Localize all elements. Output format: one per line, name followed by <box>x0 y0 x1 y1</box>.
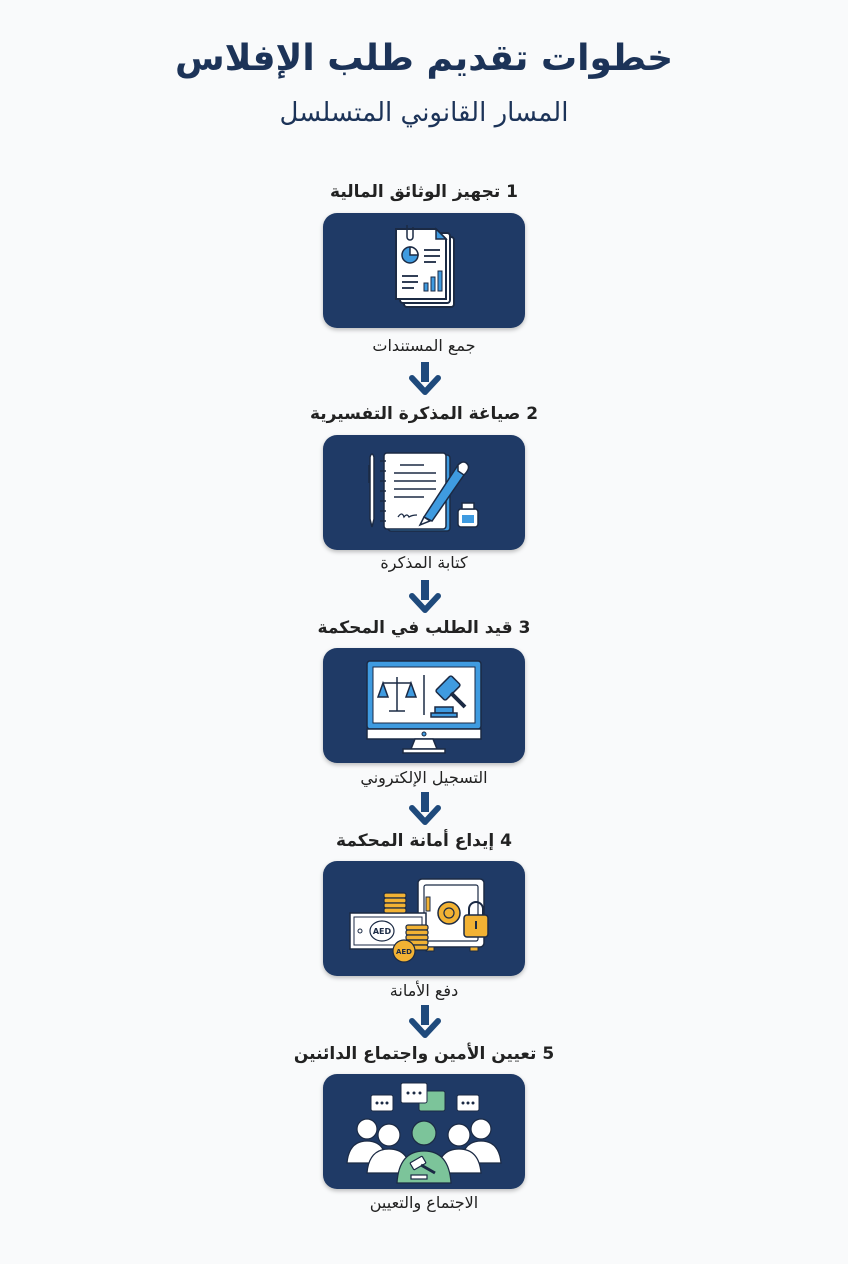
page-title: خطوات تقديم طلب الإفلاس <box>174 38 674 79</box>
step-2-card <box>323 435 525 550</box>
step-2-caption: كتابة المذكرة <box>380 553 468 572</box>
arrow-down-icon <box>409 362 441 395</box>
financial-documents-icon <box>395 224 455 308</box>
arrow-down-icon <box>409 1005 441 1038</box>
step-3-card <box>323 648 525 763</box>
step-5-caption: الاجتماع والتعيين <box>369 1193 479 1212</box>
step-5-title: 5 تعيين الأمين واجتماع الدائنين <box>293 1044 555 1064</box>
step-4-caption: دفع الأمانة <box>389 981 459 1000</box>
memo-writing-icon <box>368 451 479 532</box>
step-2-title: 2 صياغة المذكرة التفسيرية <box>309 404 539 424</box>
creditors-meeting-icon <box>346 1082 502 1184</box>
step-5-card <box>323 1074 525 1189</box>
step-3-title: 3 قيد الطلب في المحكمة <box>317 618 531 638</box>
step-4-title: 4 إيداع أمانة المحكمة <box>336 831 512 851</box>
arrow-down-icon <box>409 580 441 613</box>
coin-currency-label: AED <box>396 948 412 956</box>
page-subtitle: المسار القانوني المتسلسل <box>279 98 569 128</box>
currency-label: AED <box>373 927 392 936</box>
arrow-down-icon <box>409 792 441 825</box>
court-monitor-icon <box>366 660 482 754</box>
step-1-card <box>323 213 525 328</box>
step-1-title: 1 تجهيز الوثائق المالية <box>330 182 518 202</box>
step-1-caption: جمع المستندات <box>372 336 476 355</box>
step-3-caption: التسجيل الإلكتروني <box>360 768 488 787</box>
deposit-safe-icon: AED AED <box>349 877 489 963</box>
step-4-card: AED AED <box>323 861 525 976</box>
